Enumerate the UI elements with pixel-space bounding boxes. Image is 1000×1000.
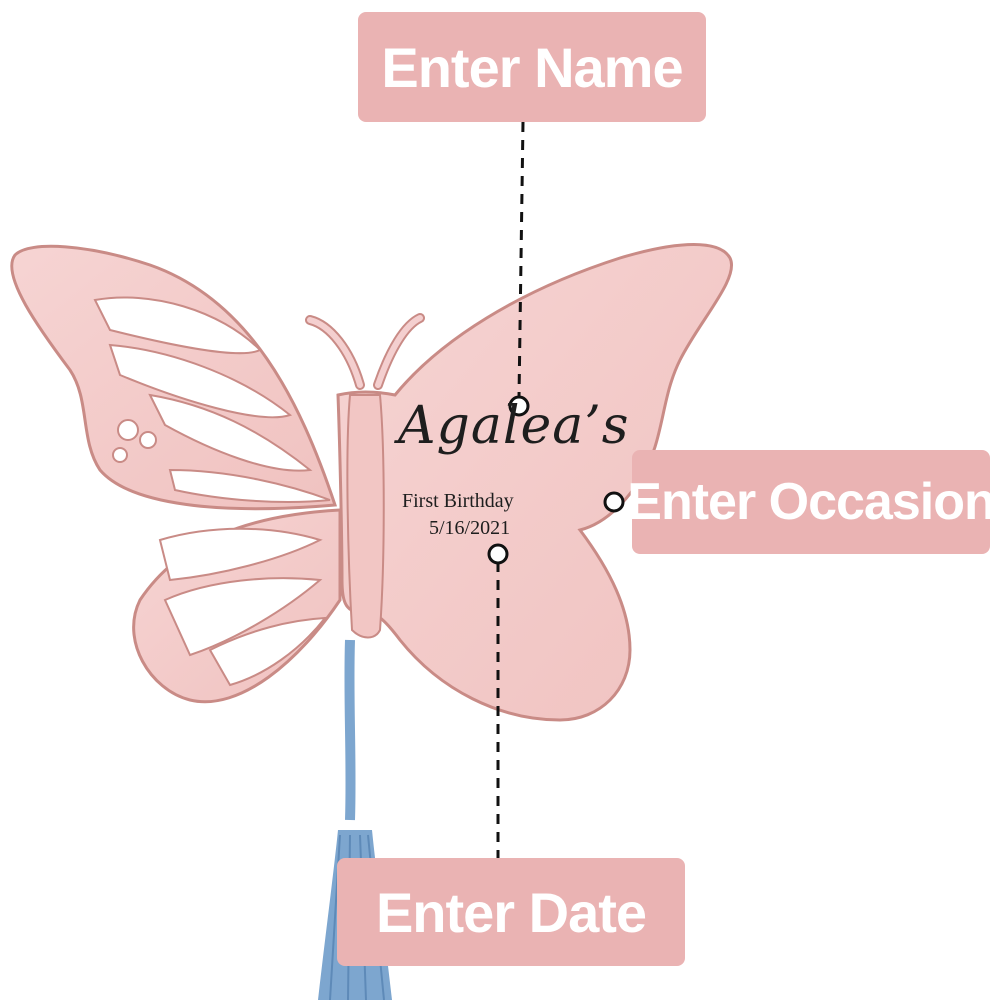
butterfly-icon	[10, 243, 733, 722]
engraved-date-text: 5/16/2021	[429, 517, 511, 539]
enter-date-label: Enter Date	[337, 858, 685, 966]
engraved-name-text: Agalea’s	[398, 396, 630, 456]
enter-occasion-label: Enter Occasion	[627, 450, 996, 554]
engraved-occasion-text: First Birthday	[402, 490, 514, 512]
enter-name-label: Enter Name	[358, 12, 706, 122]
leader-lines	[487, 121, 625, 858]
